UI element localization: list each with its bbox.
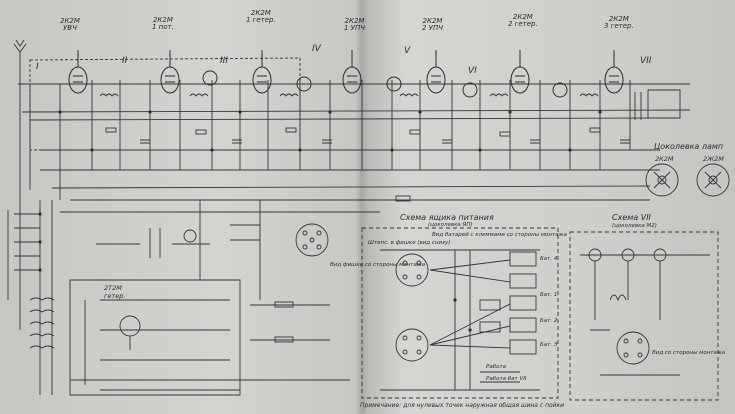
- tube-electrodes-2: [165, 50, 175, 83]
- tube-electrodes-1: [73, 50, 83, 83]
- stage-label-3: III: [220, 56, 228, 66]
- scheme-vii-side-note: Вид со стороны монтажа: [652, 350, 726, 356]
- secondary-tube-1: [202, 70, 218, 86]
- scheme-vii-subtitle: (цоколевка М2): [612, 223, 657, 229]
- tube-electrodes-7: [609, 50, 619, 83]
- secondary-tube-3: [386, 76, 402, 92]
- footnote: Примечание: для нулевых точек наружная о…: [360, 402, 565, 409]
- battery-label-1: Бат. 1: [540, 292, 558, 298]
- stage-label-6: VI: [468, 66, 477, 76]
- oscillator-title: 2Т2М: [104, 284, 122, 292]
- tube-base-title: Цоколевка ламп: [654, 142, 724, 151]
- tube-envelope-4: [342, 66, 362, 94]
- stage-label-1: I: [36, 62, 39, 72]
- tube-envelope-2: [160, 66, 180, 94]
- tube-base-left: 2К2М: [655, 155, 674, 163]
- tube-envelope-5: [426, 66, 446, 94]
- tube-base-right: 2Ж2М: [703, 155, 724, 163]
- tube-electrodes-4: [347, 50, 357, 83]
- scheme-vii-title: Схема VII: [612, 213, 651, 222]
- power-box-work-label: Работа: [486, 364, 507, 370]
- tube-envelope-7: [604, 66, 624, 94]
- stage-label-7: VII: [640, 56, 652, 66]
- battery-label-3: Бат. 3: [540, 342, 558, 348]
- stage-label-5: V: [404, 46, 411, 56]
- tube-envelope-1: [68, 66, 88, 94]
- oscillator-sub: гетер.: [104, 292, 126, 300]
- power-box-title: Схема ящика питания: [400, 213, 494, 222]
- tube-electrodes-5: [431, 50, 441, 83]
- plug-view-note: Вид фишки со стороны монтажа: [330, 262, 426, 268]
- battery-label-4: Бат. 4: [540, 256, 558, 262]
- power-box-work-bat-label: Работа бат VII: [486, 376, 527, 382]
- battery-label-2: Бат. 2: [540, 318, 558, 324]
- secondary-tube-4: [462, 82, 478, 98]
- tube-electrodes-3: [257, 50, 267, 83]
- power-box-left-note: Штепс. в фишке (вид снизу): [368, 240, 451, 246]
- secondary-tube-2: [296, 76, 312, 92]
- stage-label-2: II: [122, 56, 128, 66]
- tube-electrodes-6: [515, 50, 525, 83]
- power-box-top-note: Вид батарей с клеммами со стороны монтаж…: [432, 232, 567, 238]
- power-box-subtitle: (цоколевка ЯП): [428, 222, 473, 228]
- page-fold: [356, 0, 368, 414]
- secondary-tube-5: [552, 82, 568, 98]
- tube-envelope-6: [510, 66, 530, 94]
- stage-label-4: IV: [312, 44, 321, 54]
